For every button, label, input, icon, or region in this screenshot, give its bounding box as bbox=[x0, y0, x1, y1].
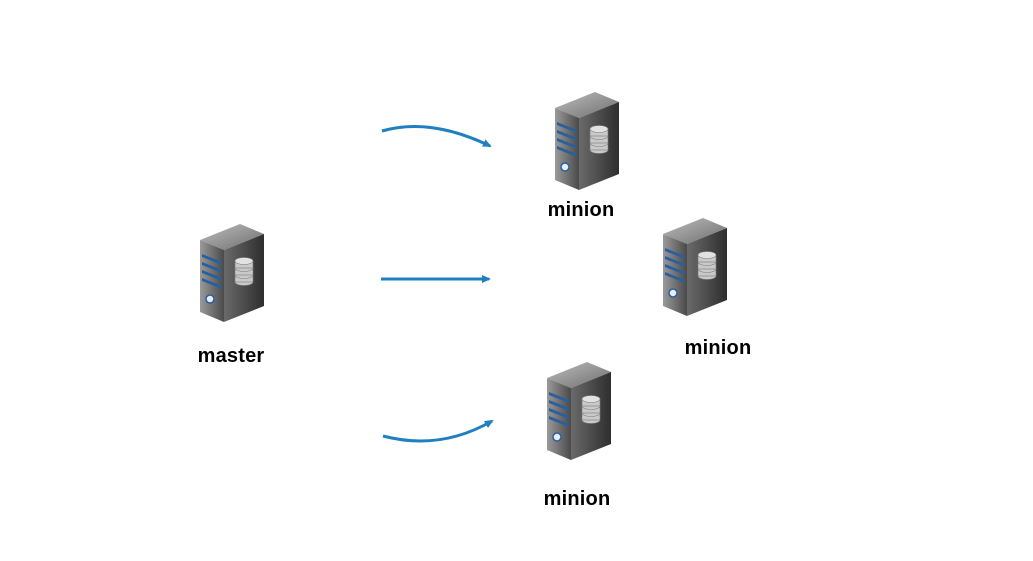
node-label-minion-right: minion bbox=[684, 337, 752, 359]
node-minion-bottom bbox=[518, 362, 638, 462]
node-minion-right bbox=[634, 218, 754, 318]
server-icon bbox=[543, 362, 613, 462]
node-label-master: master bbox=[197, 345, 265, 367]
node-master bbox=[171, 224, 291, 324]
server-icon bbox=[551, 92, 621, 192]
arrow-to-minion-bottom bbox=[382, 419, 494, 443]
node-minion-top bbox=[526, 92, 646, 192]
node-label-minion-top: minion bbox=[547, 199, 615, 221]
arrow-to-minion-top bbox=[381, 125, 492, 148]
node-label-minion-bottom: minion bbox=[543, 488, 611, 510]
server-icon bbox=[196, 224, 266, 324]
server-icon bbox=[659, 218, 729, 318]
